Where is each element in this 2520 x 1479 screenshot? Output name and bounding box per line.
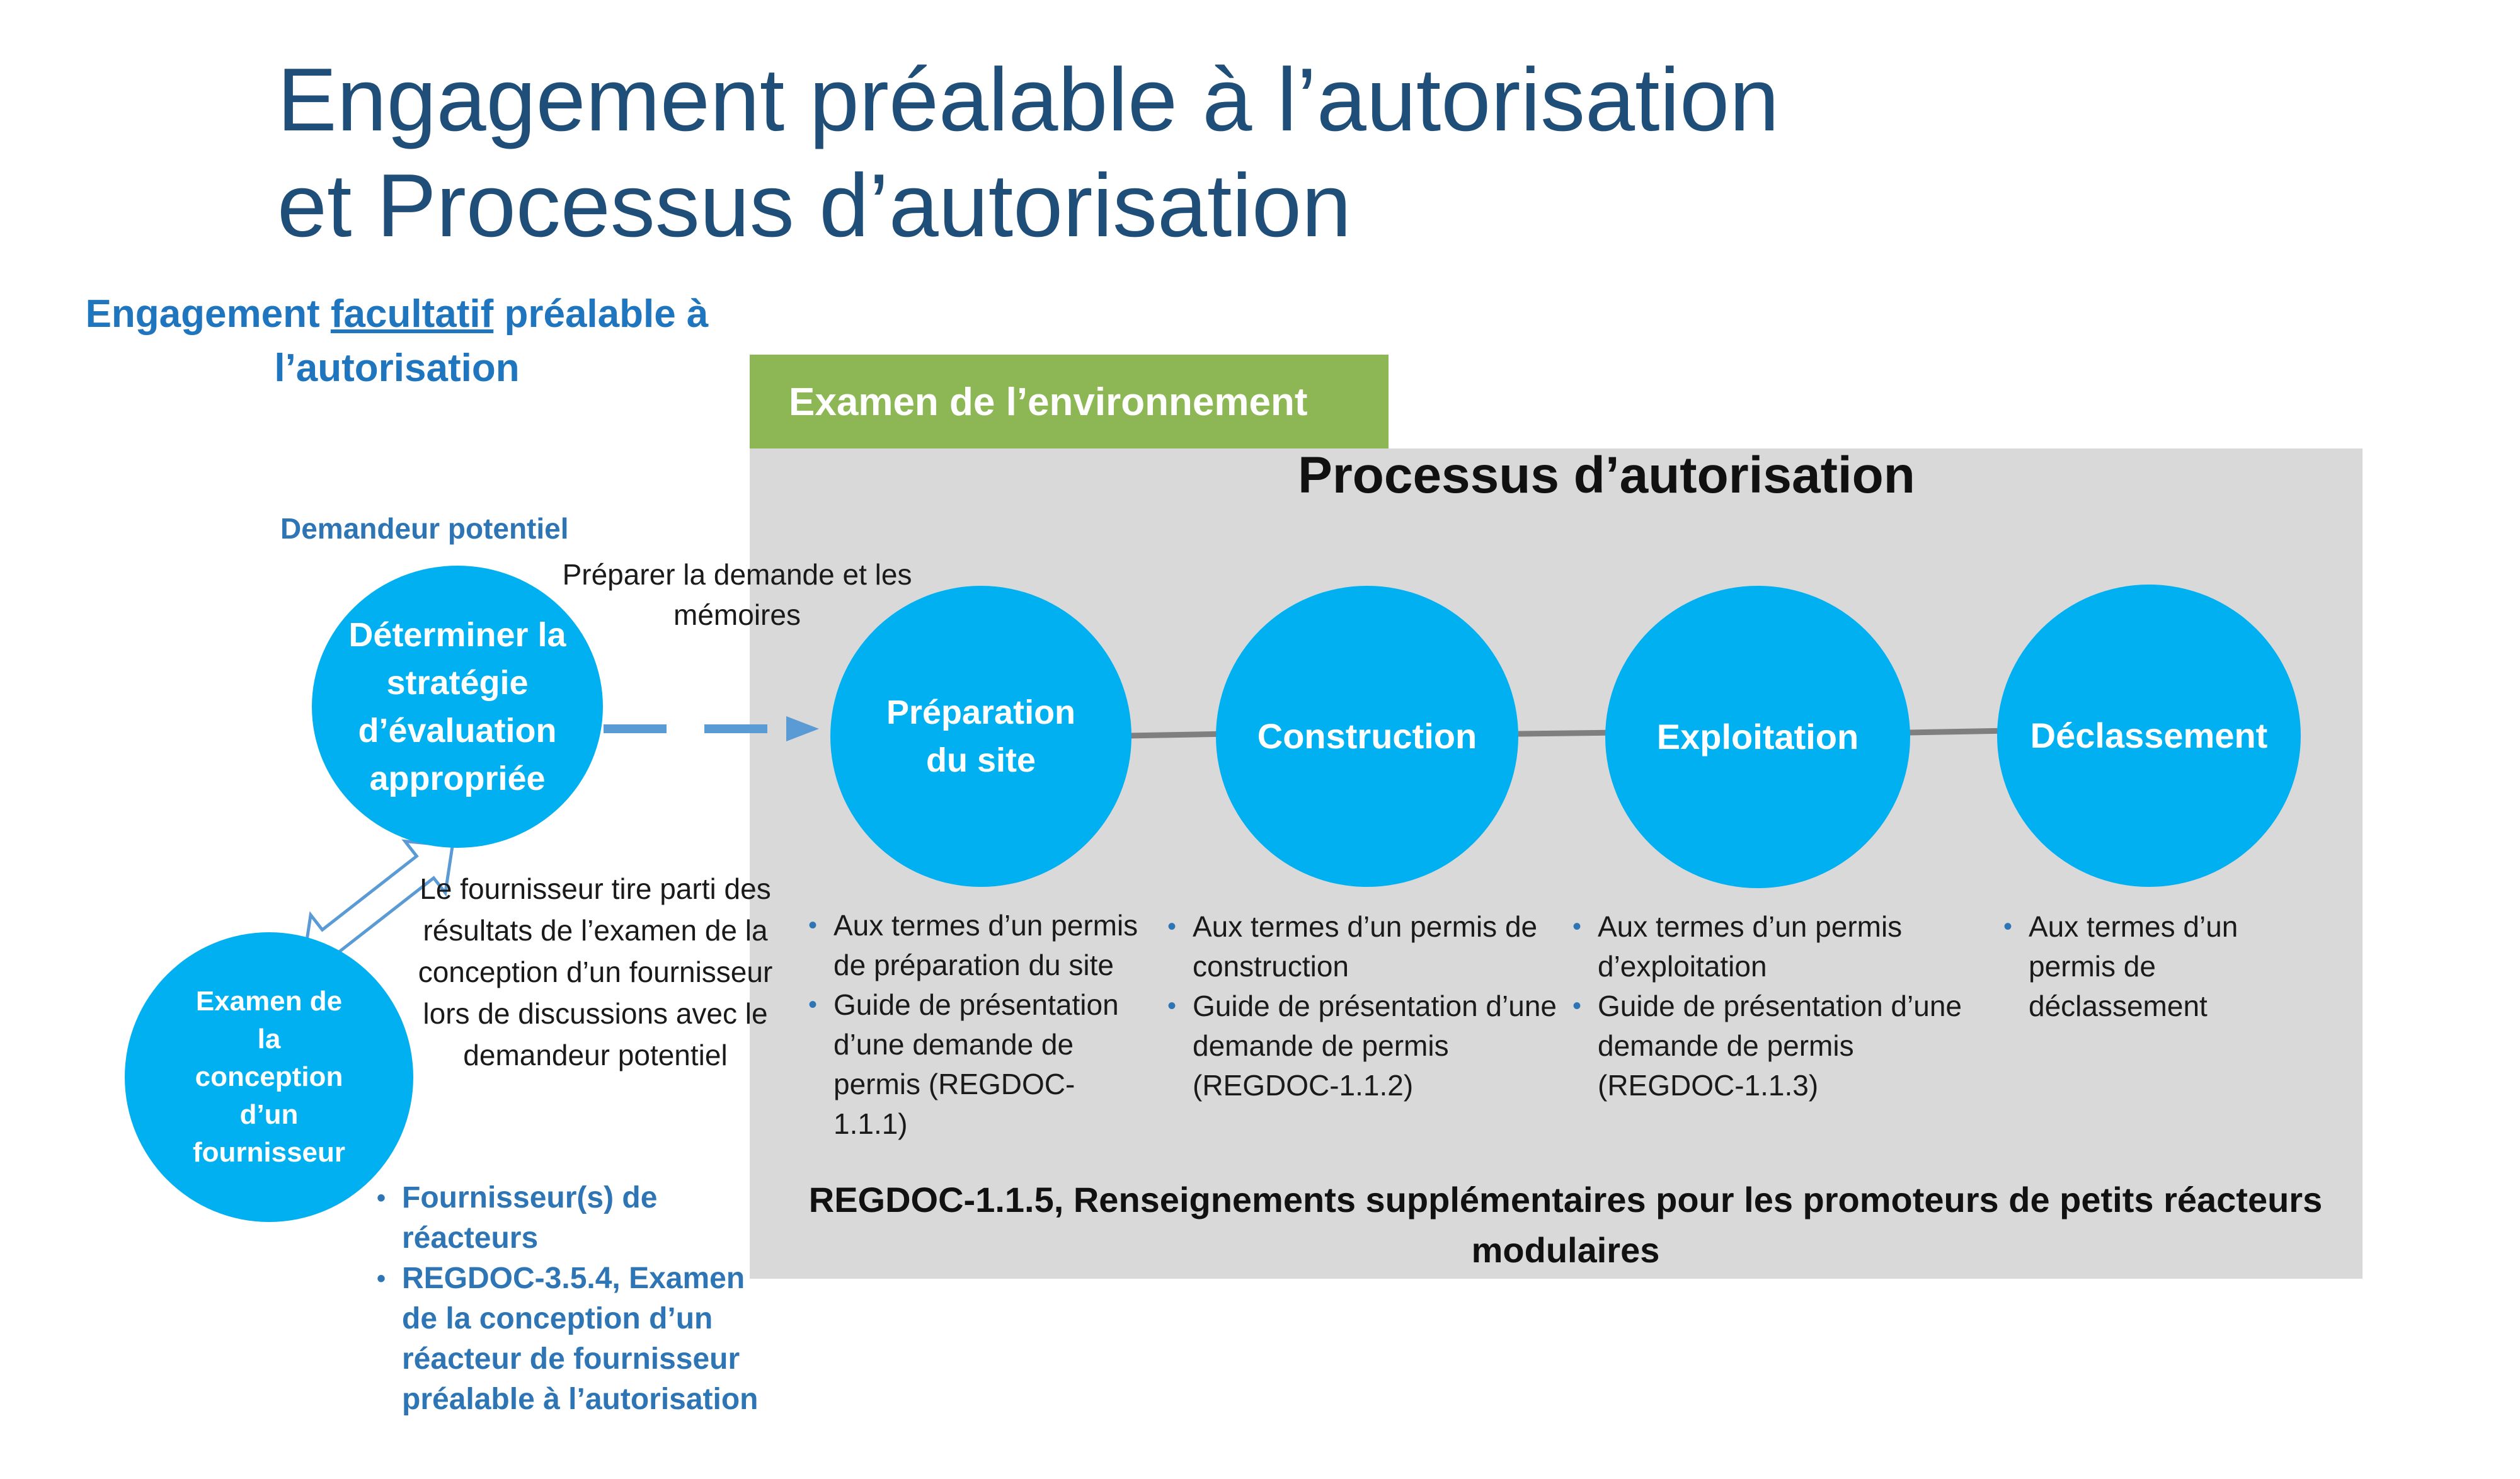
connector-operation-decommissioning	[1908, 728, 2010, 736]
potential-applicant-label: Demandeur potentiel	[280, 512, 569, 545]
strategy-line: stratégie	[386, 664, 529, 702]
stage-label-line: Construction	[1257, 716, 1477, 756]
vendor-design-review-circle: Examen de la conception d’un fournisseur	[125, 932, 413, 1222]
operation-notes: Aux termes d’un permis d’exploitation Gu…	[1572, 907, 1963, 1105]
stage-note: Guide de présentation d’une demande de p…	[808, 985, 1148, 1144]
page-title: Engagement préalable à l’autorisation et…	[277, 47, 1915, 259]
optional-engagement-heading: Engagement facultatif préalable à l’auto…	[50, 287, 743, 396]
vendor-circle-line: d’un	[239, 1099, 299, 1130]
environment-review-band	[750, 355, 1389, 449]
vendor-circle-line: fournisseur	[192, 1137, 346, 1168]
stage-label-line: Préparation	[886, 694, 1076, 731]
vendor-circle-line: conception	[195, 1061, 343, 1092]
stage-note: Aux termes d’un permis d’exploitation	[1572, 907, 1963, 986]
vendor-notes-list: Fournisseur(s) de réacteurs REGDOC-3.5.4…	[377, 1178, 780, 1420]
strategy-line: Déterminer la	[348, 616, 566, 654]
vendor-feedback-text: Le fournisseur tire parti des résultats …	[418, 872, 773, 1071]
page-title-line-1: Engagement préalable à l’autorisation	[277, 50, 1780, 150]
stage-note: Aux termes d’un permis de préparation du…	[808, 906, 1148, 985]
optional-engagement-heading-start: Engagement	[85, 292, 331, 336]
stage-label-line: Exploitation	[1656, 717, 1859, 757]
strategy-line: appropriée	[369, 760, 546, 797]
construction-notes: Aux termes d’un permis de construction G…	[1167, 907, 1571, 1105]
stage-label-line: Déclassement	[2030, 716, 2268, 755]
site-preparation-notes: Aux termes d’un permis de préparation du…	[808, 906, 1148, 1144]
stage-note: Guide de présentation d’une demande de p…	[1572, 986, 1963, 1105]
stage-note: Guide de présentation d’une demande de p…	[1167, 986, 1571, 1105]
prepare-application-arrow	[604, 716, 819, 741]
construction-circle: Construction	[1216, 586, 1518, 887]
stage-note: Aux termes d’un permis de déclassement	[2003, 907, 2281, 1026]
stage-label-line: du site	[925, 741, 1036, 779]
connector-site-construction	[1127, 731, 1229, 739]
licensing-process-title: Processus d’autorisation	[1298, 447, 1915, 504]
decommissioning-circle: Déclassement	[1997, 585, 2301, 887]
strategy-line: d’évaluation	[358, 712, 557, 750]
vendor-note: REGDOC-3.5.4, Examen de la conception d’…	[377, 1259, 780, 1420]
optional-emphasis: facultatif	[330, 292, 494, 336]
environment-review-label: Examen de l’environnement	[789, 380, 1308, 424]
vendor-circle-line: la	[257, 1024, 281, 1054]
site-preparation-circle: Préparation du site	[830, 586, 1131, 887]
stage-note: Aux termes d’un permis de construction	[1167, 907, 1571, 986]
operation-circle: Exploitation	[1605, 586, 1910, 888]
vendor-note: Fournisseur(s) de réacteurs	[377, 1178, 780, 1259]
prepare-application-label: Préparer la demande et les mémoires	[562, 558, 912, 631]
smr-guidance-text: REGDOC-1.1.5, Renseignements supplémenta…	[808, 1180, 2323, 1270]
page-title-line-2: et Processus d’autorisation	[277, 156, 1351, 256]
connector-construction-operation	[1518, 729, 1620, 737]
optional-engagement-heading-end: préalable à l’autorisation	[274, 292, 709, 390]
assessment-strategy-circle: Déterminer la stratégie d’évaluation app…	[312, 566, 603, 848]
vendor-circle-line: Examen de	[195, 986, 343, 1017]
decommissioning-notes: Aux termes d’un permis de déclassement	[2003, 907, 2281, 1026]
